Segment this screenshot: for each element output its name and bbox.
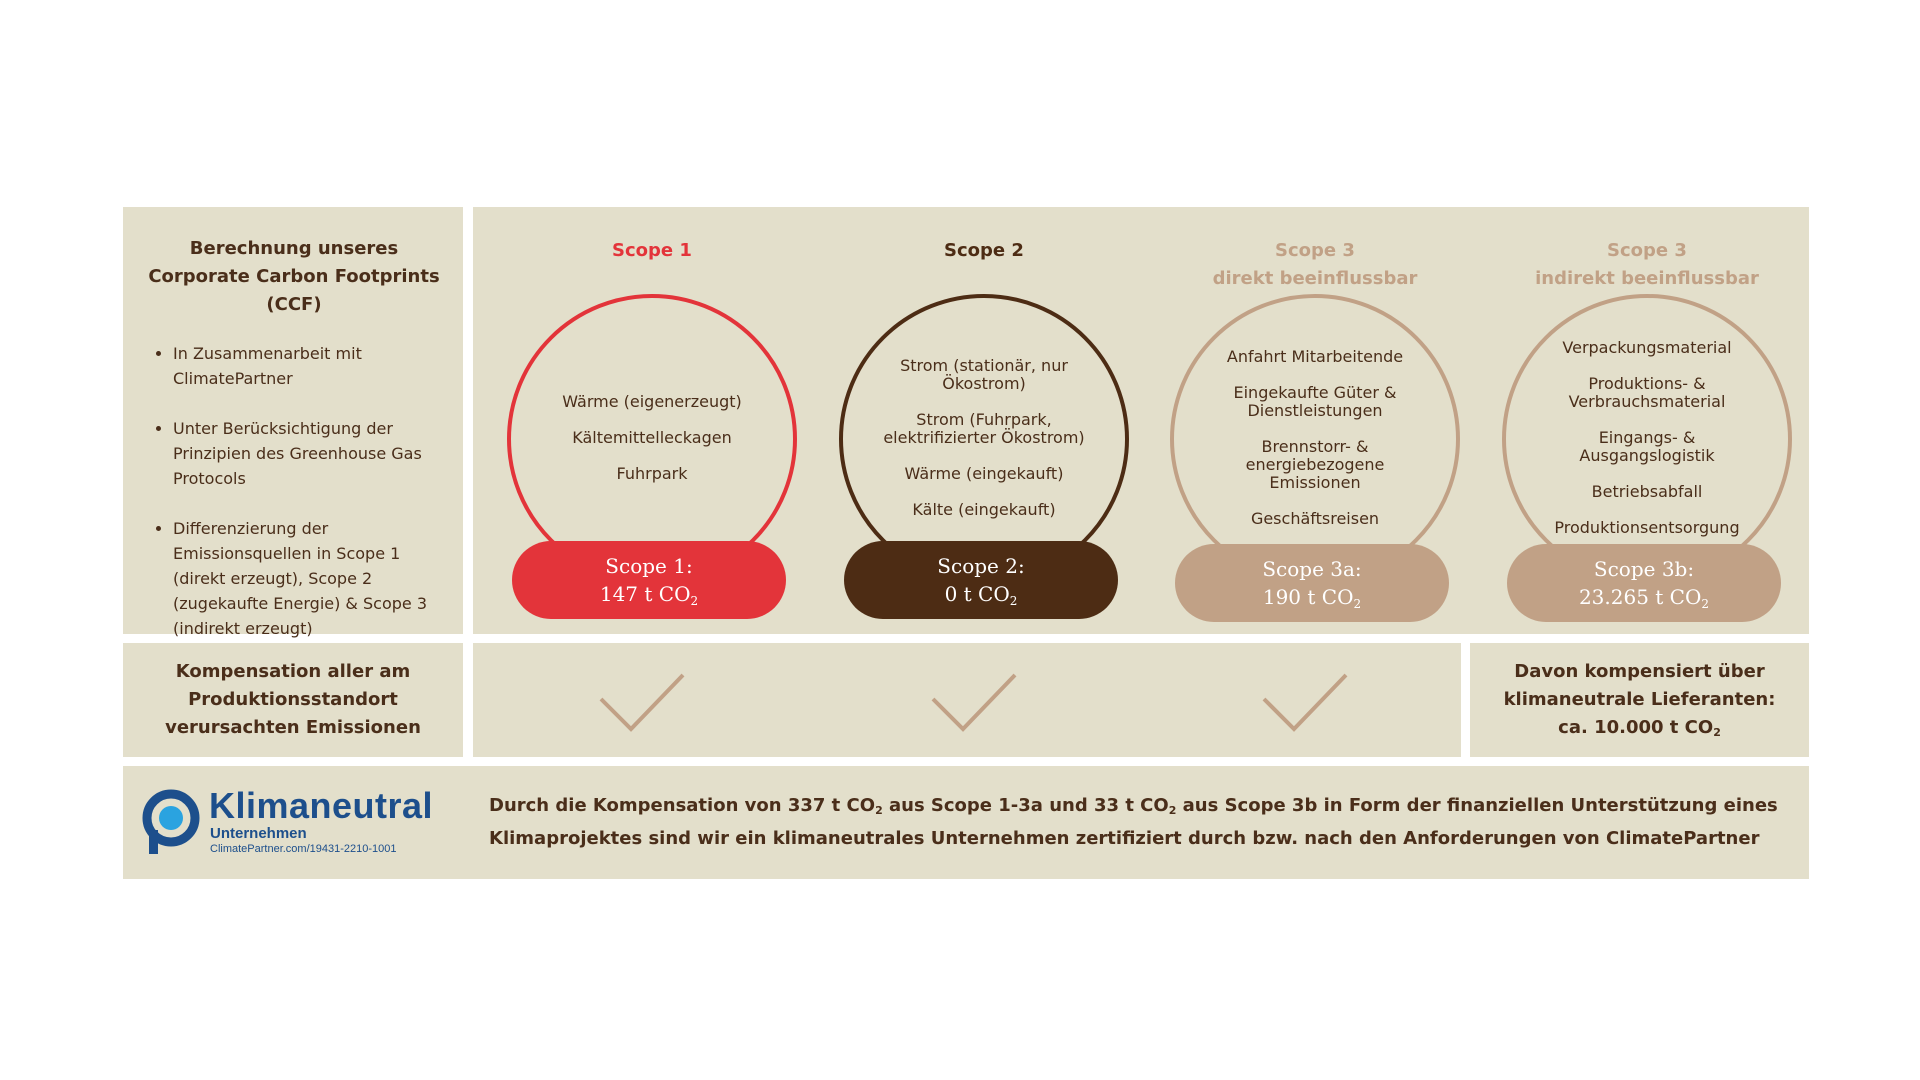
scope-total-pill: Scope 2: 0 t CO2 [844, 541, 1118, 619]
logo-wordmark: Klimaneutral [209, 785, 434, 826]
scope-3a-column: Scope 3 direkt beeinflussbar Anfahrt Mit… [1165, 207, 1465, 634]
check-icon [599, 673, 685, 732]
ccf-bullet: In Zusammenarbeit mit ClimatePartner [173, 341, 445, 391]
certification-statement: Durch die Kompensation von 337 t CO2 aus… [489, 795, 1778, 849]
scope-item: Eingangs- & Ausgangslogistik [1579, 428, 1715, 465]
scope-item-list: Strom (stationär, nur Ökostrom) Strom (F… [834, 357, 1134, 537]
ccf-bullet: Differenzierung der Emissionsquellen in … [173, 516, 445, 641]
scope-item: Produktions- & Verbrauchsmaterial [1568, 374, 1726, 411]
scope-total-pill: Scope 3a: 190 t CO2 [1175, 544, 1449, 622]
check-mark [1262, 673, 1348, 732]
ccf-bullet-list: In Zusammenarbeit mit ClimatePartner Unt… [143, 341, 445, 641]
scope-item: Strom (Fuhrpark, elektrifizierter Ökostr… [883, 410, 1085, 447]
scope-item: Geschäftsreisen [1250, 509, 1380, 528]
scope-pill-value: 147 t CO2 [599, 582, 699, 608]
scope-item: Fuhrpark [616, 464, 688, 483]
scope-pill-value: 23.265 t CO2 [1578, 585, 1710, 611]
scope-item: Eingekaufte Güter & Dienstleistungen [1233, 383, 1397, 420]
scope-total-pill: Scope 1: 147 t CO2 [512, 541, 786, 619]
scope-title-line: Scope 2 [944, 240, 1024, 261]
scope-total-pill: Scope 3b: 23.265 t CO2 [1507, 544, 1781, 622]
ccf-intro-panel: Berechnung unseres Corporate Carbon Foot… [123, 207, 463, 638]
scope-title: Scope 1 [502, 237, 802, 265]
scope-2-column: Scope 2 Strom (stationär, nur Ökostrom) … [834, 207, 1134, 634]
scope-pill-label: Scope 3a: [1262, 557, 1362, 581]
logo-subtitle: Unternehmen [210, 825, 307, 842]
scope-item: Produktionsentsorgung [1554, 518, 1740, 537]
scope-title-line: Scope 1 [612, 240, 692, 261]
scope-item-list: Verpackungsmaterial Produktions- & Verbr… [1497, 339, 1797, 555]
scope-item: Verpackungsmaterial [1562, 338, 1732, 357]
scope-item-list: Anfahrt Mitarbeitende Eingekaufte Güter … [1165, 348, 1465, 546]
scope-title: Scope 3 indirekt beeinflussbar [1497, 237, 1797, 293]
compensation-label-panel: Kompensation aller am Produktionsstandor… [123, 643, 463, 757]
scopes-panel: Scope 1 Wärme (eigenerzeugt) Kältemittel… [473, 207, 1809, 634]
scope-title: Scope 3 direkt beeinflussbar [1165, 237, 1465, 293]
scope-title-line: Scope 3 [1275, 240, 1355, 261]
scope-item: Wärme (eingekauft) [904, 464, 1064, 483]
scope-1-column: Scope 1 Wärme (eigenerzeugt) Kältemittel… [502, 207, 802, 634]
scope-subtitle-line: indirekt beeinflussbar [1535, 268, 1759, 289]
scope-pill-label: Scope 3b: [1593, 557, 1695, 581]
compensation-checks-panel [473, 643, 1461, 757]
supplier-compensation-label: Davon kompensiert über klimaneutrale Lie… [1503, 661, 1776, 710]
check-icon [931, 673, 1017, 732]
scope-pill-value: 190 t CO2 [1262, 585, 1362, 611]
scope-title-line: Scope 3 [1607, 240, 1687, 261]
scope-item: Betriebsabfall [1591, 482, 1703, 501]
klimaneutral-logo: Klimaneutral Unternehmen ClimatePartner.… [141, 785, 471, 860]
compensation-label: Kompensation aller am Produktionsstandor… [165, 661, 421, 738]
scope-item: Kälte (eingekauft) [912, 500, 1056, 519]
certification-footer: Klimaneutral Unternehmen ClimatePartner.… [123, 766, 1809, 879]
scope-pill-label: Scope 1: [605, 554, 693, 578]
supplier-compensation-panel: Davon kompensiert über klimaneutrale Lie… [1470, 643, 1809, 757]
scope-title: Scope 2 [834, 237, 1134, 265]
scope-subtitle-line: direkt beeinflussbar [1212, 268, 1418, 289]
check-mark [599, 673, 685, 732]
scope-item: Strom (stationär, nur Ökostrom) [900, 356, 1068, 393]
logo-url[interactable]: ClimatePartner.com/19431-2210-1001 [210, 843, 397, 855]
ccf-title: Berechnung unseres Corporate Carbon Foot… [148, 238, 440, 315]
scope-item: Anfahrt Mitarbeitende [1226, 347, 1404, 366]
scope-item: Kältemittelleckagen [572, 428, 732, 447]
supplier-compensation-value: ca. 10.000 t CO2 [1558, 717, 1721, 739]
scope-item: Brennstorr- & energiebezogene Emissionen [1245, 437, 1385, 492]
scope-pill-value: 0 t CO2 [944, 582, 1018, 608]
check-icon [1262, 673, 1348, 732]
scope-item: Wärme (eigenerzeugt) [562, 392, 742, 411]
scope-item-list: Wärme (eigenerzeugt) Kältemittelleckagen… [502, 393, 802, 501]
scope-pill-label: Scope 2: [937, 554, 1025, 578]
scope-3b-column: Scope 3 indirekt beeinflussbar Verpackun… [1497, 207, 1797, 634]
climatepartner-logo-icon [142, 789, 200, 854]
ccf-bullet: Unter Berücksichtigung der Prinzipien de… [173, 416, 445, 491]
check-mark [931, 673, 1017, 732]
